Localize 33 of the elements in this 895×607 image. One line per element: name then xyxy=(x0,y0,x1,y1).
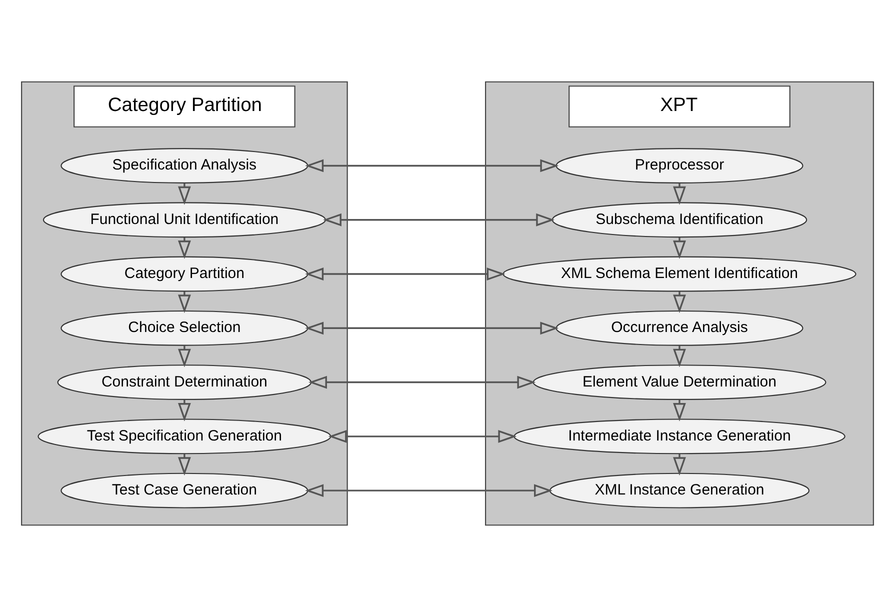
arrow xyxy=(328,430,517,443)
node-ellipse: Subschema Identification xyxy=(552,202,808,238)
arrow xyxy=(305,484,552,498)
arrow xyxy=(305,322,559,335)
node-ellipse: Functional Unit Identification xyxy=(42,202,326,238)
arrow xyxy=(673,292,686,314)
node-ellipse: Category Partition xyxy=(60,256,308,292)
arrow xyxy=(673,454,686,476)
node-ellipse: Constraint Determination xyxy=(57,364,312,400)
node-ellipse: Choice Selection xyxy=(60,310,308,346)
arrow xyxy=(673,346,686,368)
arrow xyxy=(178,237,191,259)
node-ellipse: Preprocessor xyxy=(556,148,804,184)
arrow xyxy=(178,346,191,368)
node-ellipse: Occurrence Analysis xyxy=(556,310,804,346)
node-ellipse: Specification Analysis xyxy=(60,148,308,184)
arrow xyxy=(323,213,555,226)
arrow xyxy=(178,454,191,476)
node-ellipse: Test Specification Generation xyxy=(38,418,332,454)
node-ellipse: XML Instance Generation xyxy=(549,472,810,508)
node-ellipse: Intermediate Instance Generation xyxy=(514,418,846,454)
arrow xyxy=(673,400,686,422)
arrow xyxy=(673,183,686,205)
arrow xyxy=(178,400,191,422)
arrow xyxy=(178,183,191,205)
node-ellipse: XML Schema Element Identification xyxy=(502,256,856,292)
node-ellipse: Test Case Generation xyxy=(60,472,308,508)
arrow xyxy=(178,292,191,314)
arrow xyxy=(305,159,559,172)
node-ellipse: Element Value Determination xyxy=(532,364,826,400)
arrow xyxy=(673,237,686,259)
arrow xyxy=(308,376,536,389)
arrow xyxy=(305,268,506,280)
